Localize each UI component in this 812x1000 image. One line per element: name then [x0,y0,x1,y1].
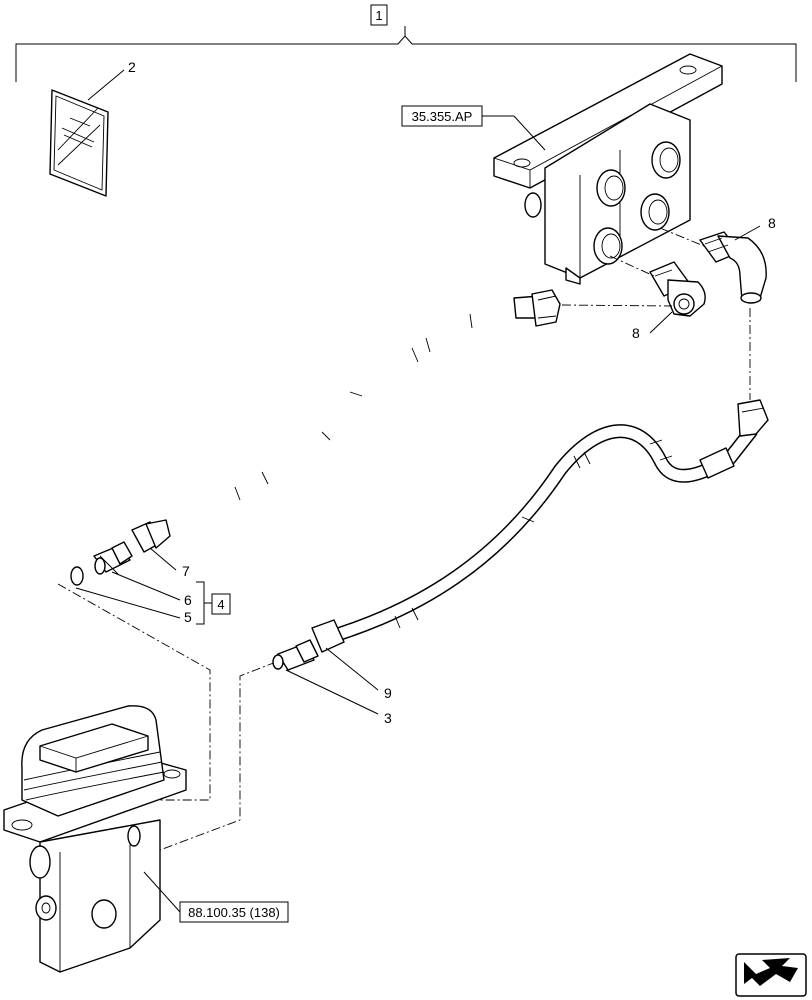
valve-block[interactable] [493,53,723,285]
adapter-lower[interactable] [272,639,319,671]
leader-6 [111,571,181,601]
leader-9 [325,647,379,691]
callout-4[interactable]: 4 [211,593,231,615]
hose-lower[interactable] [311,399,769,653]
leader-valve-block-diag [513,115,546,151]
pilot-valve[interactable] [3,705,187,973]
adapter-upper[interactable] [93,541,133,575]
callout-5[interactable]: 5 [184,609,192,625]
leader-8-upper [734,225,761,241]
leader-7 [149,547,177,571]
elbow-fitting-lower[interactable] [649,261,706,317]
leader-8-lower [649,311,673,334]
callout-1-label: 1 [375,8,382,23]
callout-4-label: 4 [217,597,224,612]
connection-lines [57,227,751,851]
ref-valve-block-label: 35.355.AP [412,109,473,124]
callout-8-upper[interactable]: 8 [768,215,776,231]
navigation-arrow-icon[interactable] [735,953,807,997]
callout-7[interactable]: 7 [182,563,190,579]
ref-valve-block[interactable]: 35.355.AP [401,105,483,127]
callout-1[interactable]: 1 [370,4,388,26]
kit-bracket [196,581,205,625]
assembly-bracket [15,26,797,82]
ref-pilot-valve[interactable]: 88.100.35 (138) [179,901,289,923]
callout-6[interactable]: 6 [184,592,192,608]
leader-5 [75,587,181,619]
callout-9[interactable]: 9 [384,685,392,701]
leader-2 [87,69,125,101]
callout-2[interactable]: 2 [128,59,136,75]
ref-pilot-valve-label: 88.100.35 (138) [188,905,280,920]
callout-3[interactable]: 3 [384,710,392,726]
callout-8-lower[interactable]: 8 [632,325,640,341]
hose-upper[interactable] [131,289,561,553]
leader-3 [285,669,379,715]
manual-booklet[interactable] [49,89,109,197]
leader-pilot-valve [143,871,181,913]
elbow-fitting-upper[interactable] [699,231,767,304]
o-ring[interactable] [70,566,84,586]
